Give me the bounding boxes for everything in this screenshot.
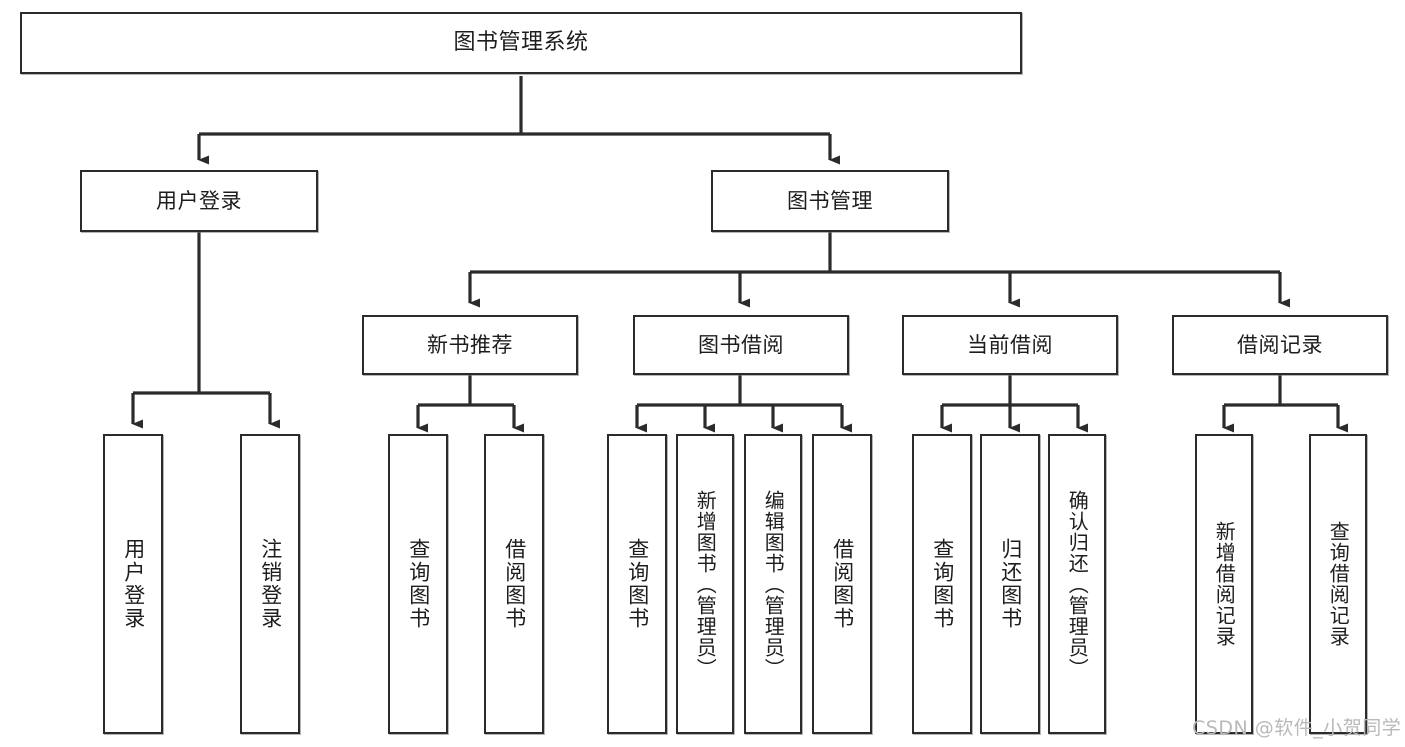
node-leaf-edit-book-admin[interactable]: 编辑图书（管理员） [744,434,802,734]
node-leaf-borrow-book-recommend[interactable]: 借阅图书 [484,434,544,734]
node-label: 借阅记录 [1237,332,1323,357]
node-label: 借阅图书 [830,538,855,630]
node-new-book-recommend[interactable]: 新书推荐 [362,315,578,375]
node-leaf-confirm-return-admin[interactable]: 确认归还（管理员） [1048,434,1106,734]
node-leaf-query-book-borrow[interactable]: 查询图书 [607,434,667,734]
node-user-login[interactable]: 用户登录 [80,170,318,232]
node-label: 图书管理系统 [453,30,589,56]
node-leaf-query-book-recommend[interactable]: 查询图书 [388,434,448,734]
node-leaf-logout[interactable]: 注销登录 [240,434,300,734]
node-label: 查询借阅记录 [1326,521,1351,647]
node-leaf-user-login[interactable]: 用户登录 [103,434,163,734]
node-label: 图书借阅 [698,332,784,357]
node-label: 用户登录 [121,538,146,630]
node-label: 当前借阅 [967,332,1053,357]
node-label: 新书推荐 [427,332,513,357]
node-label: 查询图书 [625,538,650,630]
node-label: 用户登录 [156,188,242,213]
node-leaf-add-borrow-record[interactable]: 新增借阅记录 [1195,434,1253,734]
node-label: 借阅图书 [502,538,527,630]
node-label: 新增图书（管理员） [693,489,718,679]
node-book-borrow[interactable]: 图书借阅 [633,315,849,375]
node-label: 注销登录 [258,538,283,630]
node-label: 确认归还（管理员） [1065,489,1090,679]
node-label: 图书管理 [787,188,873,213]
node-leaf-return-book[interactable]: 归还图书 [980,434,1040,734]
node-label: 新增借阅记录 [1212,521,1237,647]
node-leaf-query-book-current[interactable]: 查询图书 [912,434,972,734]
node-label: 查询图书 [406,538,431,630]
node-leaf-add-book-admin[interactable]: 新增图书（管理员） [676,434,734,734]
node-root-book-management-system[interactable]: 图书管理系统 [20,12,1022,74]
node-label: 查询图书 [930,538,955,630]
node-label: 编辑图书（管理员） [761,489,786,679]
node-book-management[interactable]: 图书管理 [711,170,949,232]
node-leaf-query-borrow-record[interactable]: 查询借阅记录 [1309,434,1367,734]
node-borrow-record[interactable]: 借阅记录 [1172,315,1388,375]
node-label: 归还图书 [998,538,1023,630]
watermark-text: CSDN @软件_小贺同学 [1192,717,1402,739]
node-leaf-borrow-book[interactable]: 借阅图书 [812,434,872,734]
node-current-borrow[interactable]: 当前借阅 [902,315,1118,375]
